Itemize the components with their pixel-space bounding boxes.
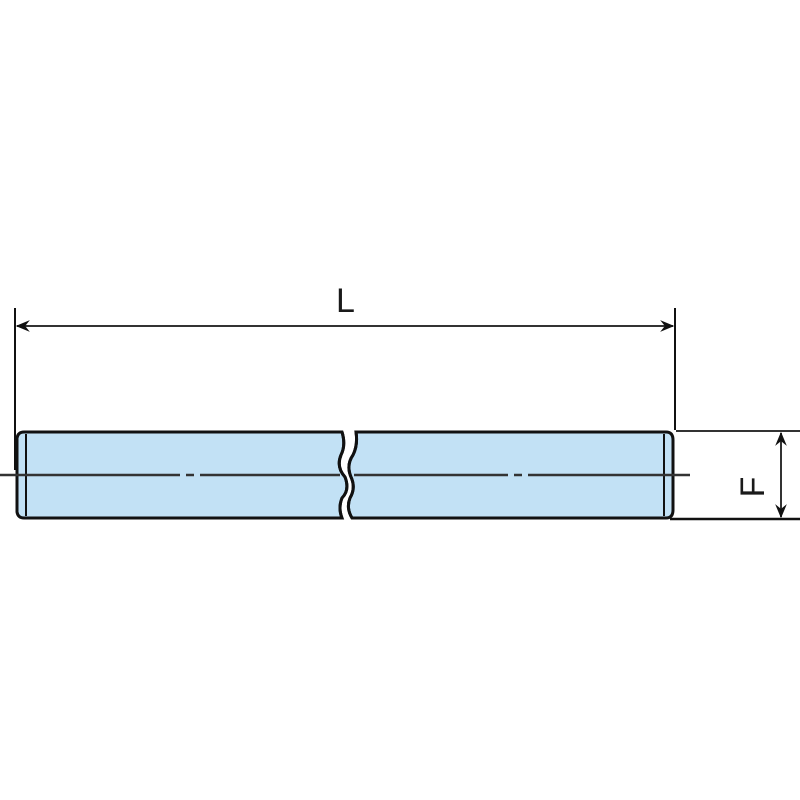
length-label: L: [336, 282, 355, 320]
break-line-icon: [337, 431, 349, 519]
diameter-label: F: [734, 477, 772, 498]
break-line-icon: [346, 431, 359, 519]
